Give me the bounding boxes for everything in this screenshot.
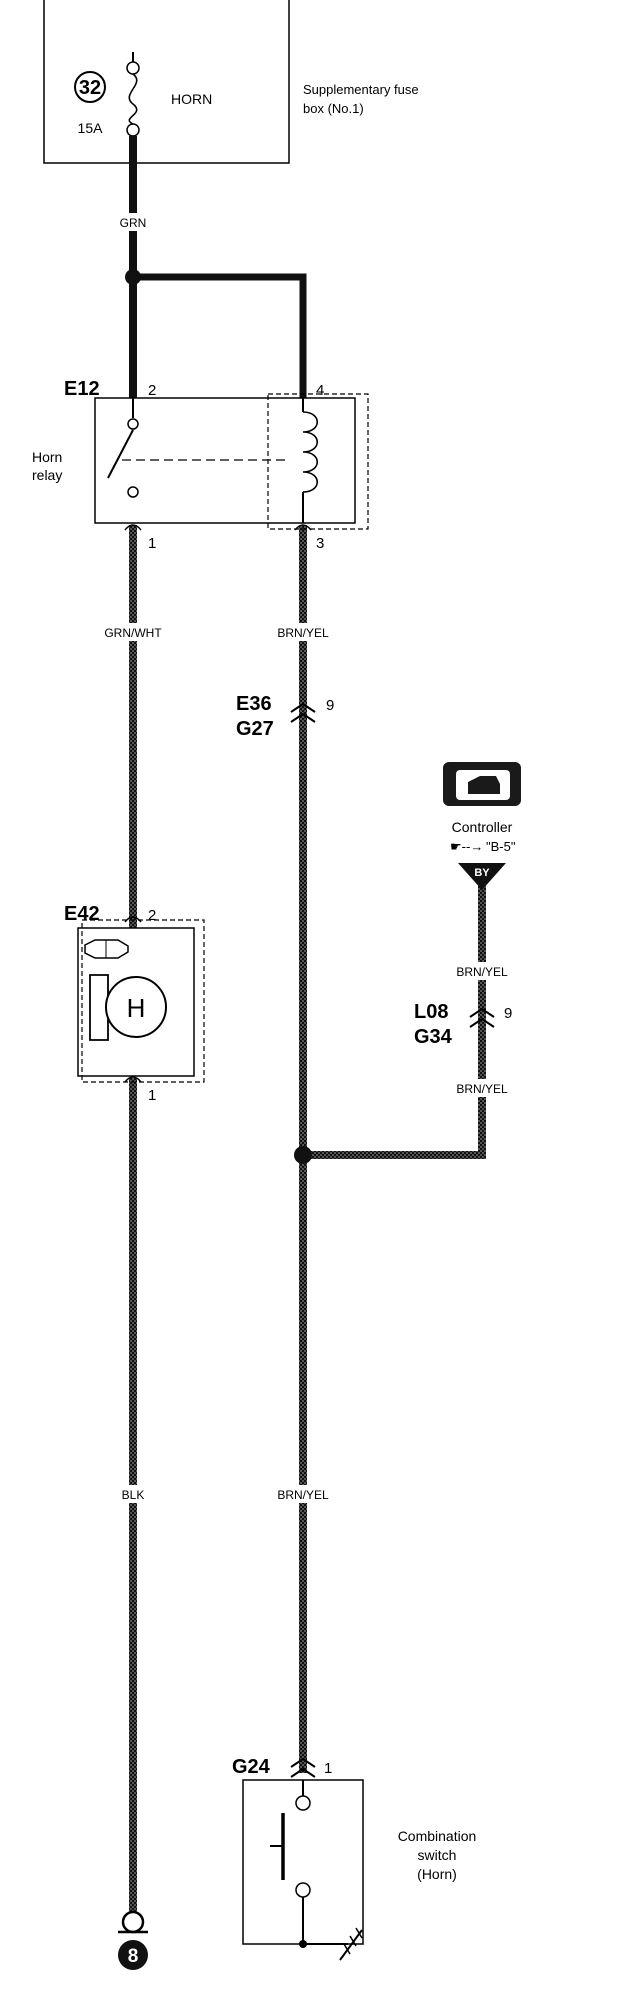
connector-l08-g34-mark-lower xyxy=(469,1017,495,1028)
connector-e36-g27: E36 G27 9 xyxy=(236,693,334,740)
chassis-ground-icon xyxy=(339,1927,363,1961)
horn-relay-label-line1: Horn xyxy=(32,449,62,465)
fuse-circuit-name: HORN xyxy=(171,91,212,107)
fuse-box-outline xyxy=(43,0,290,164)
controller-label: Controller xyxy=(452,819,513,835)
horn-speaker-icon-back xyxy=(89,974,109,1041)
horn-relay-connector: E12 xyxy=(64,378,100,400)
horn-connector: E42 xyxy=(64,903,100,925)
controller-terminal-label: BY xyxy=(474,867,490,879)
wire-label-brn-yel-controller-bottom: BRN/YEL xyxy=(456,1082,508,1096)
horn: E42 2 1 H xyxy=(64,903,205,1104)
fuse-number-circle xyxy=(74,71,106,103)
controller: Controller ☛--→ "B-5" BY xyxy=(443,762,521,890)
wire-label-grn: GRN xyxy=(120,216,147,230)
combination-switch-terminal-top xyxy=(295,1795,311,1811)
wire-brn-yel-controller xyxy=(303,886,486,1159)
connector-l08-label: L08 xyxy=(414,1001,448,1023)
horn-relay-label-line2: relay xyxy=(32,467,62,483)
fuse-box-description-line2: box (No.1) xyxy=(303,101,364,116)
ground-point: 8 xyxy=(118,1910,148,1970)
connector-e36-label: E36 xyxy=(236,693,272,715)
horn-symbol: H xyxy=(127,993,146,1023)
fuse-rating: 15A xyxy=(78,120,104,136)
horn-relay-coil-dashed-outline xyxy=(267,393,369,530)
combination-switch-connector: G24 xyxy=(232,1756,271,1778)
connector-g24-mark-upper xyxy=(290,1757,316,1768)
controller-reference-icon: ☛--→ xyxy=(450,839,483,854)
connector-g34-label: G34 xyxy=(414,1026,453,1048)
combination-switch-pin: 1 xyxy=(324,1760,332,1777)
ground-number-circle xyxy=(118,1940,148,1970)
wire-label-brn-yel-controller-top: BRN/YEL xyxy=(456,965,508,979)
combination-switch: G24 1 Combination switch (Horn) xyxy=(232,1756,477,1961)
horn-relay-pin-switch-bottom: 1 xyxy=(148,535,156,552)
fuse-number: 32 xyxy=(79,77,101,99)
wire-grn-to-coil xyxy=(133,273,307,398)
wire-label-brn-yel-lower: BRN/YEL xyxy=(277,1488,329,1502)
connector-g24-mark-lower xyxy=(290,1767,316,1778)
wire-label-blk: BLK xyxy=(122,1488,145,1502)
combination-switch-label-line1: Combination xyxy=(398,1828,477,1844)
fuse-terminal-top xyxy=(126,61,140,75)
horn-connector-mark-bottom xyxy=(124,1076,142,1083)
wire-label-brn-yel-relay: BRN/YEL xyxy=(277,626,329,640)
connector-e36-g27-mark-lower xyxy=(290,712,316,723)
connector-g27-label: G27 xyxy=(236,718,274,740)
supplementary-fuse-box: 32 15A HORN Supplementary fuse box (No.1… xyxy=(43,0,419,164)
combination-switch-label-line2: switch xyxy=(418,1847,457,1863)
horn-speaker-icon-cone xyxy=(105,976,167,1038)
wire-labels: GRN GRN/WHT BRN/YEL BLK BRN/YEL BRN/YEL … xyxy=(90,213,524,1503)
connector-l08-g34-mark-upper xyxy=(469,1007,495,1018)
relay-switch-blade xyxy=(107,429,134,479)
connector-e36-g27-mark-upper xyxy=(290,702,316,713)
horn-relay-pin-switch-top: 2 xyxy=(148,382,156,399)
relay-coil-icon xyxy=(302,411,319,493)
relay-connector-mark-1 xyxy=(124,524,142,531)
horn-pin-top: 2 xyxy=(148,907,156,924)
ground-number: 8 xyxy=(128,1946,139,1967)
horn-connector-mark-top xyxy=(124,916,142,923)
connector-e36-g27-pin: 9 xyxy=(326,697,334,714)
fuse-box-description-line1: Supplementary fuse xyxy=(303,82,419,97)
ground-terminal-ring xyxy=(121,1910,145,1934)
horn-pin-bottom: 1 xyxy=(148,1087,156,1104)
relay-connector-mark-3 xyxy=(294,524,312,531)
connector-l08-g34: L08 G34 9 xyxy=(414,1001,512,1048)
door-lock-icon xyxy=(468,776,500,794)
horn-relay-pin-coil-bottom: 3 xyxy=(316,535,324,552)
relay-switch-terminal-bottom xyxy=(127,486,139,498)
combination-switch-terminal-bottom xyxy=(295,1882,311,1898)
wire-label-grn-wht: GRN/WHT xyxy=(104,626,162,640)
controller-terminal-flag xyxy=(458,863,506,890)
horn-relay-pin-coil-top: 4 xyxy=(316,382,324,399)
relay-switch-terminal-top xyxy=(127,418,139,430)
horn-dashed-outline xyxy=(81,919,205,1083)
splice-point-brn-yel xyxy=(294,1146,312,1164)
splice-point-grn xyxy=(125,269,141,285)
fuse-terminal-bottom xyxy=(126,123,140,137)
connector-l08-g34-pin: 9 xyxy=(504,1005,512,1022)
controller-reference: "B-5" xyxy=(486,839,516,854)
fuse-element-icon xyxy=(128,73,138,125)
horn-relay: E12 2 4 1 3 Horn relay xyxy=(32,378,369,552)
combination-switch-label-line3: (Horn) xyxy=(417,1866,457,1882)
